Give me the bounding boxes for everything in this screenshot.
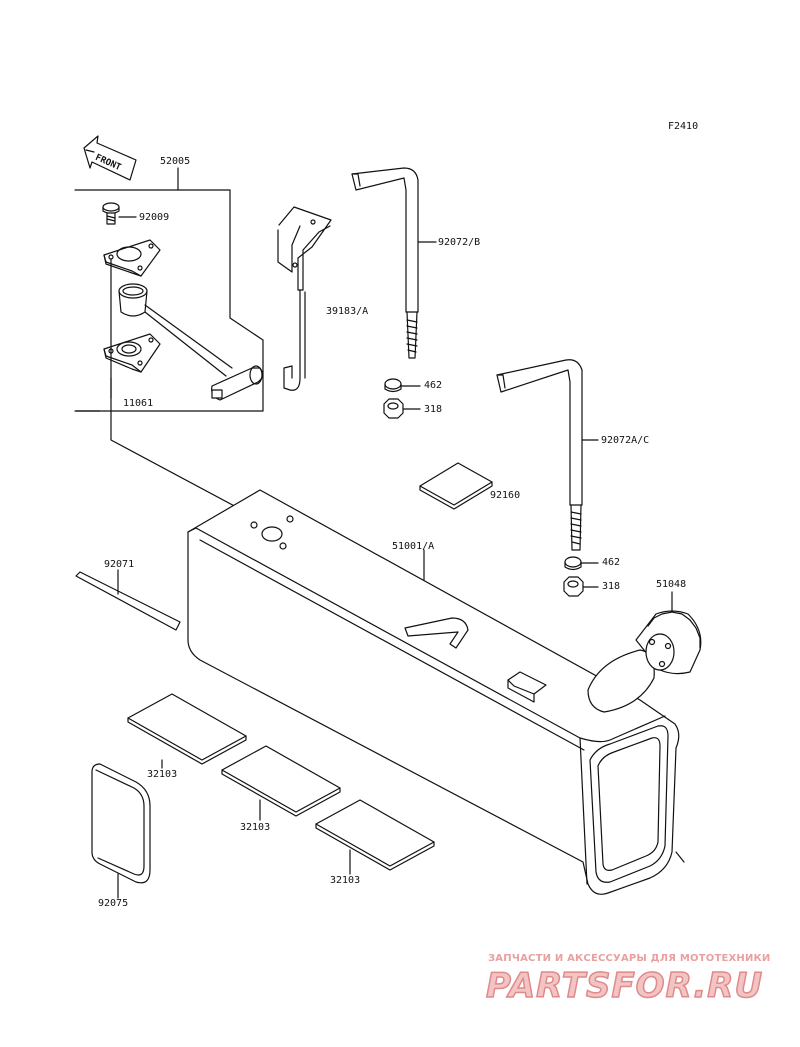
gasket-plate-lower: [103, 333, 161, 373]
pad-32103-a: [127, 693, 247, 769]
pad-92075: [91, 763, 151, 899]
label-51001a: 51001/A: [392, 541, 435, 552]
label-51048: 51048: [656, 579, 687, 590]
nut-318-upper: [383, 398, 421, 419]
bracket-39183a: [277, 206, 332, 391]
filler-cap-51048: [635, 591, 702, 675]
diagram-code: F2410: [668, 121, 699, 132]
fuel-tank-51001a: [187, 489, 685, 895]
leader-11061-to-tank: [110, 259, 256, 518]
strip-92071: [75, 569, 181, 631]
strap-92072ac: [496, 359, 599, 551]
label-32103-c: 32103: [330, 875, 361, 886]
label-92160: 92160: [490, 490, 521, 501]
label-52005: 52005: [160, 156, 191, 167]
label-32103-b: 32103: [240, 822, 271, 833]
label-92075: 92075: [98, 898, 129, 909]
label-39183a: 39183/A: [326, 306, 369, 317]
label-32103-a: 32103: [147, 769, 178, 780]
nut-318-lower: [563, 576, 599, 597]
watermark-tagline: ЗАПЧАСТИ И АКСЕССУАРЫ ДЛЯ МОТОТЕХНИКИ: [488, 953, 771, 964]
pad-92160: [419, 462, 493, 510]
label-11061: 11061: [123, 398, 154, 409]
label-318-lower: 318: [602, 581, 621, 592]
nut-462-lower: [564, 556, 599, 571]
screw-92009: [102, 202, 137, 225]
strap-92072b: [351, 167, 437, 359]
assembly-bracket-52005: [74, 167, 264, 412]
watermark-logo: PARTSFOR.RU: [485, 965, 764, 1007]
label-462-lower: 462: [602, 557, 621, 568]
pad-32103-c: [315, 799, 435, 875]
label-92071: 92071: [104, 559, 135, 570]
fuel-sender-11061: [118, 283, 264, 401]
nut-462-upper: [384, 378, 421, 393]
label-92009: 92009: [139, 212, 170, 223]
label-92072b: 92072/B: [438, 237, 481, 248]
gasket-plate-upper: [103, 239, 161, 277]
label-318-upper: 318: [424, 404, 443, 415]
label-462-upper: 462: [424, 380, 443, 391]
pad-32103-b: [221, 745, 341, 821]
front-arrow-icon: [83, 135, 137, 181]
label-92072ac: 92072A/C: [601, 435, 650, 446]
